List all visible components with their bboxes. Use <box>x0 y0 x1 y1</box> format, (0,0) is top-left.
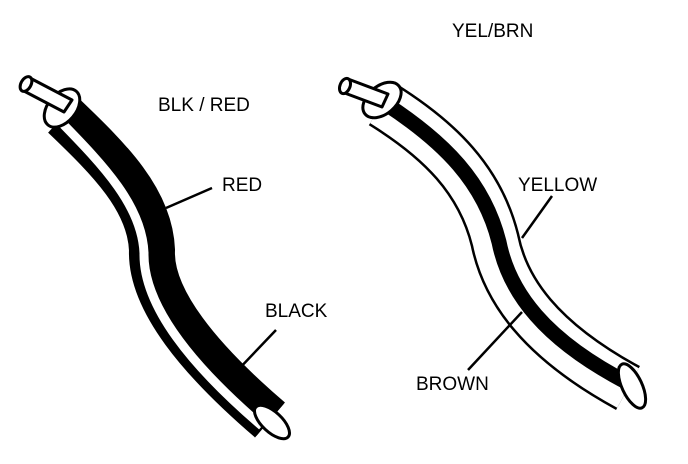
wire-blk-red <box>18 75 291 441</box>
stripe-label-red: RED <box>222 175 263 196</box>
leader-red <box>165 186 213 210</box>
wire-blk-red-end-cap <box>253 403 291 441</box>
wire-blk-red-body <box>49 100 284 436</box>
leader-brown <box>467 311 523 371</box>
leader-black <box>235 329 277 373</box>
leader-yellow <box>520 195 554 239</box>
wire-yel-brn <box>337 76 648 410</box>
stripe-label-yellow: YELLOW <box>518 175 598 196</box>
wire-code-label-blk-red: BLK / RED <box>158 95 250 116</box>
base-label-brown: BROWN <box>416 374 489 395</box>
wire-code-label-yel-brn: YEL/BRN <box>452 21 534 42</box>
wire-yel-brn-end-cap <box>616 362 648 410</box>
wire-yel-brn-stripe <box>381 97 634 391</box>
wire-yel-brn-conductor-tip <box>337 76 353 96</box>
base-label-black: BLACK <box>265 301 328 322</box>
wire-blk-red-conductor-tip <box>18 75 34 93</box>
wire-blk-red-stripe <box>56 117 265 430</box>
